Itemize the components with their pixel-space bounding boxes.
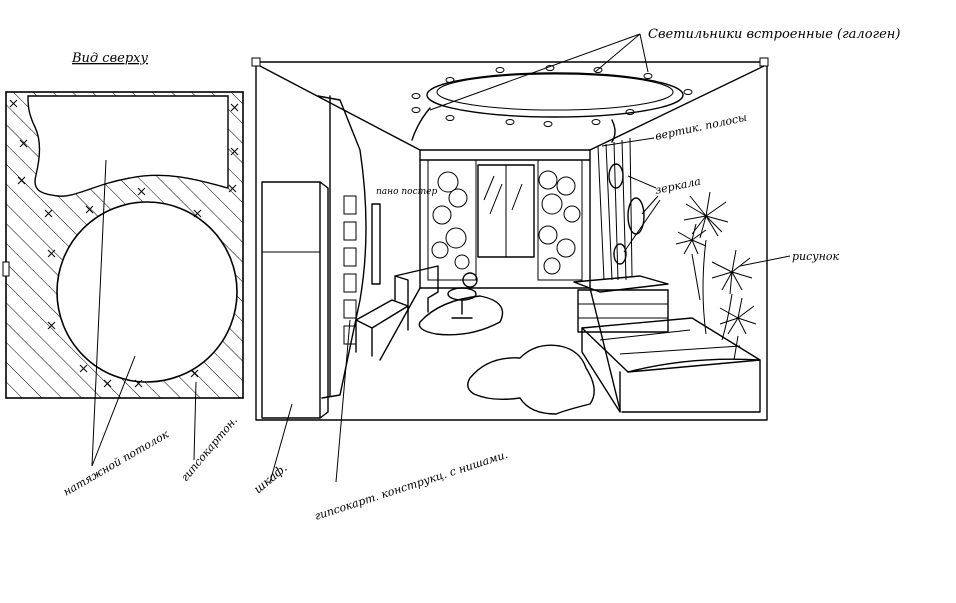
label-shelves: вертик. полосы [654,111,748,143]
bed [581,317,761,413]
ceiling-lights [411,65,693,127]
poster [371,203,381,285]
label-poster: пано постер [376,187,437,197]
chest-of-drawers [573,275,669,333]
mirror-1 [608,163,624,189]
chair [418,272,504,336]
wall-stripes [597,137,633,281]
back-wall [419,149,591,289]
dandelion-drawing [675,191,757,361]
floor-rug [467,344,595,415]
ceiling-circle [56,201,238,383]
drywall-niches [317,95,367,399]
mirror-2 [627,197,645,235]
desk [355,265,439,357]
wardrobe [261,181,329,419]
label-drawing: рисунок [792,250,840,263]
perspective-view [91,33,791,483]
top-view-plan [2,91,244,399]
curtains [427,159,583,281]
label-drywall-niches: гипсокарт. конструкц. с нишами. [313,448,510,523]
label-stretch-ceiling: натяжной потолок [61,427,171,498]
label-lights: Светильники встроенные (галоген) [648,27,900,42]
light-marks [9,99,239,388]
mirror-3 [613,243,627,265]
label-wardrobe: шкаф. [251,461,290,497]
ceiling-oval [411,72,684,143]
label-top-view: Вид сверху [71,51,148,66]
label-drywall: гипсокартон. [178,414,240,484]
label-mirrors: зеркала [654,175,702,197]
